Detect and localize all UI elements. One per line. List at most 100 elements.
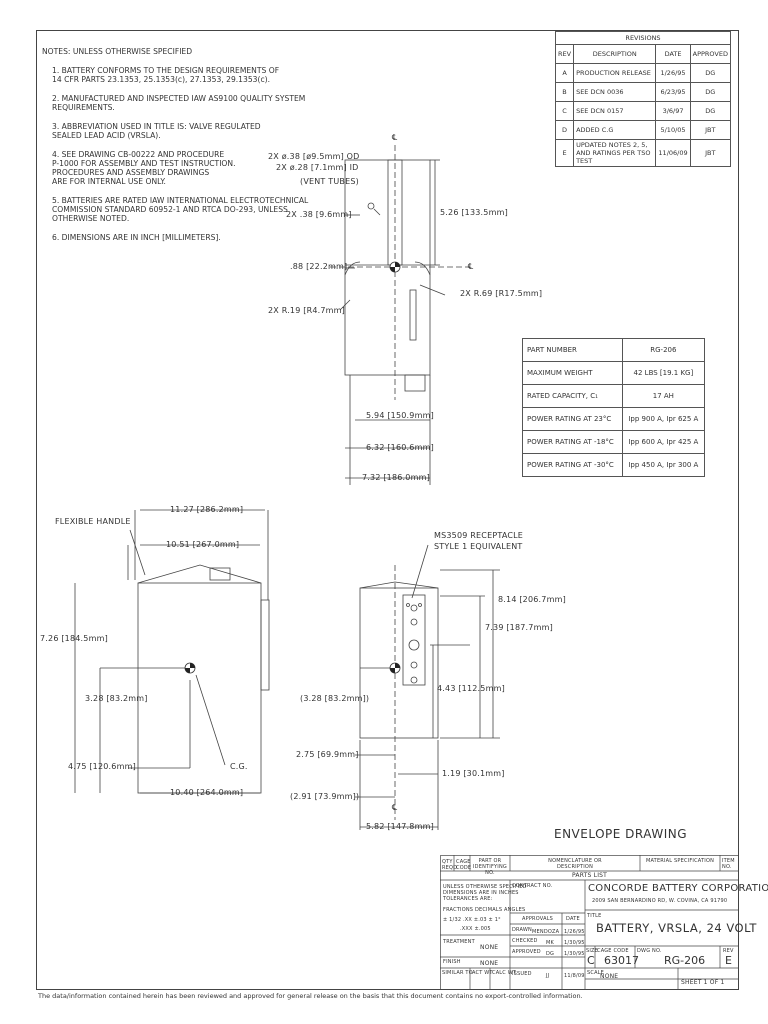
tol-line-3: TOLERANCES ARE: (443, 896, 493, 902)
note-3-line: 3. ABBREVIATION USED IN TITLE IS: VALVE … (52, 122, 261, 131)
title-block: QTY REQD CAGE CODE PART OR IDENTIFYING N… (440, 855, 768, 990)
treatment-label: TREATMENT (443, 939, 475, 945)
dim-r19: 2X R.19 [R4.7mm] (268, 306, 345, 315)
checked-date: 1/30/95 (564, 940, 585, 946)
date-cell: 11/06/09 (655, 139, 691, 167)
note-2-line: 2. MANUFACTURED AND INSPECTED IAW AS9100… (52, 94, 306, 103)
approved-date: 1/30/95 (564, 951, 585, 957)
note-3-line: SEALED LEAD ACID (VRSLA). (52, 131, 161, 140)
dim-328b: (3.28 [83.2mm]) (300, 694, 370, 703)
label-handle: FLEXIBLE HANDLE (55, 517, 131, 526)
drawing-title: BATTERY, VRSLA, 24 VOLT (596, 921, 757, 935)
calc-wt-label: CALC WT (492, 970, 517, 976)
size-label: SIZE (586, 948, 599, 954)
tol-line-2: DIMENSIONS ARE IN INCHES (443, 890, 519, 896)
dim-1051: 10.51 [267.0mm] (166, 540, 240, 549)
centerline-right: ℄ (468, 262, 474, 271)
spec-label: RATED CAPACITY, C₁ (522, 384, 623, 408)
tol-values-1: ± 1/32 .XX ±.03 ± 1° (443, 917, 501, 923)
envelope-drawing-label: ENVELOPE DRAWING (554, 827, 688, 841)
cg-symbols (184, 261, 401, 674)
dim-582: 5.82 [147.8mm] (366, 822, 434, 831)
approved-cell: DG (689, 82, 732, 102)
revisions-table: REVISIONS REV DESCRIPTION DATE APPROVED … (554, 31, 732, 167)
note-1-line: 14 CFR PARTS 23.1353, 25.1353(c), 27.135… (52, 75, 271, 84)
ph-item: ITEM NO. (722, 858, 735, 870)
approved-by: DG (546, 951, 555, 957)
drawn-label: DRAWN (512, 927, 532, 933)
finish-label: FINISH (443, 959, 461, 965)
tol-fractions: FRACTIONS DECIMALS ANGLES (443, 907, 526, 913)
ph-nomen: NOMENCLATURE OR DESCRIPTION (548, 858, 602, 870)
rev-value: E (725, 954, 732, 967)
similar-to-label: SIMILAR TO (442, 970, 473, 976)
centerline-top: ℄ (392, 133, 398, 142)
treatment-value: NONE (480, 944, 499, 951)
contract-label: CONTRACT NO. (512, 883, 553, 889)
note-1-line: 1. BATTERY CONFORMS TO THE DESIGN REQUIR… (52, 66, 280, 75)
issued-date: 11/8/09 (564, 973, 585, 979)
ph-qty: QTY REQD (442, 859, 458, 871)
checked-by: MK (546, 940, 554, 946)
dim-291: (2.91 [73.9mm]) (290, 792, 360, 801)
dim-r69: 2X R.69 [R17.5mm] (460, 289, 543, 298)
note-2-line: REQUIREMENTS. (52, 103, 115, 112)
note-4-line: 4. SEE DRAWING CB-00222 AND PROCEDURE (52, 150, 225, 159)
act-wt-label: ACT WT (472, 970, 493, 976)
side-view-body (359, 587, 439, 739)
dim-814: 8.14 [206.7mm] (498, 595, 566, 604)
scale-label: SCALE (587, 970, 605, 976)
rev-cell: A (554, 63, 575, 83)
dim-526: 5.26 [133.5mm] (440, 208, 508, 217)
note-5-line: 5. BATTERIES ARE RATED IAW INTERNATIONAL… (52, 196, 309, 205)
dim-732: 7.32 [186.0mm] (362, 473, 430, 482)
parts-list-label: PARTS LIST (572, 872, 608, 879)
drawn-date: 1/26/95 (564, 929, 585, 935)
note-4-line: PROCEDURES AND ASSEMBLY DRAWINGS (52, 168, 210, 177)
spec-value: RG-206 (621, 338, 706, 362)
note-4-line: P-1000 FOR ASSEMBLY AND TEST INSTRUCTION… (52, 159, 236, 168)
issued-label: ISSUED (512, 971, 532, 977)
approved-label: APPROVED (512, 949, 541, 955)
spec-value: Ipp 900 A, Ipr 625 A (621, 407, 706, 431)
desc-cell: UPDATED NOTES 2, 5, AND RATINGS PER TSO … (573, 139, 657, 167)
company-address: 2009 SAN BERNARDINO RD, W. COVINA, CA 91… (592, 898, 728, 904)
rev-col-header: REV (554, 44, 575, 64)
sheet-label: SHEET 1 OF 1 (681, 979, 725, 986)
tol-line-1: UNLESS OTHERWISE SPECIFIED (443, 884, 527, 890)
company-name: CONCORDE BATTERY CORPORATION (588, 883, 768, 894)
spec-value: Ipp 450 A, Ipr 300 A (621, 453, 706, 477)
label-receptacle-1: MS3509 RECEPTACLE (434, 531, 524, 540)
dim-119: 1.19 [30.1mm] (442, 769, 505, 778)
approvals-label: APPROVALS (522, 916, 554, 922)
drawing-frame (36, 30, 739, 990)
dim-88: .88 [22.2mm] (290, 262, 348, 271)
dim-1127: 11.27 [286.2mm] (170, 505, 244, 514)
dim-vent: (VENT TUBES) (300, 177, 359, 186)
note-5-line: COMMISSION STANDARD 60952-1 AND RTCA DO-… (52, 205, 288, 214)
size-value: C (587, 954, 595, 967)
dwg-value: RG-206 (664, 954, 706, 967)
tol-values-2: .XXX ±.005 (460, 926, 491, 932)
rev-label: REV (723, 948, 734, 954)
date-label: DATE (566, 916, 580, 922)
ph-cage: CAGE CODE (456, 859, 472, 871)
issued-by: JJ (546, 973, 550, 979)
scale-value: NONE (600, 973, 619, 980)
title-block-lines (440, 855, 739, 990)
spec-value: 42 LBS [19.1 KG] (621, 361, 706, 385)
note-5-line: OTHERWISE NOTED. (52, 214, 130, 223)
ph-material: MATERIAL SPECIFICATION (645, 858, 715, 864)
cage-value: 63017 (604, 954, 639, 967)
title-label: TITLE (587, 913, 602, 919)
dim-id: 2X ø.28 [7.1mm] ID (276, 163, 359, 172)
note-4-line: ARE FOR INTERNAL USE ONLY. (52, 177, 166, 186)
rev-cell: E (554, 139, 575, 167)
